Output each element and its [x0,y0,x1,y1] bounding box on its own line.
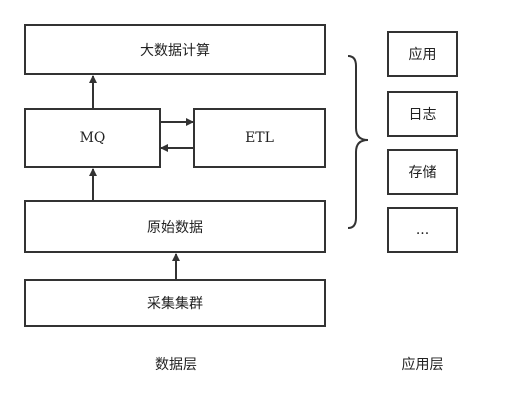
raw-data-box: 原始数据 [24,200,326,253]
data-layer-caption: 数据层 [155,357,197,373]
app-item-box: 日志 [387,91,458,137]
app-item-label: 存储 [408,165,437,181]
compute-label: 大数据计算 [140,42,210,59]
compute-box: 大数据计算 [24,24,326,75]
curly-brace [347,55,369,229]
etl-label: ETL [245,130,274,146]
mq-box: MQ [24,108,161,168]
mq-label: MQ [79,130,106,146]
app-item-box: ... [387,207,458,253]
app-item-label: 日志 [408,107,437,123]
app-item-box: 存储 [387,149,458,195]
app-layer-caption: 应用层 [401,357,444,373]
app-item-label: ... [415,222,430,238]
collector-label: 采集集群 [147,296,203,312]
etl-box: ETL [193,108,326,168]
app-item-label: 应用 [408,47,437,63]
raw-data-label: 原始数据 [147,219,203,236]
collector-box: 采集集群 [24,279,326,327]
app-item-box: 应用 [387,31,458,77]
